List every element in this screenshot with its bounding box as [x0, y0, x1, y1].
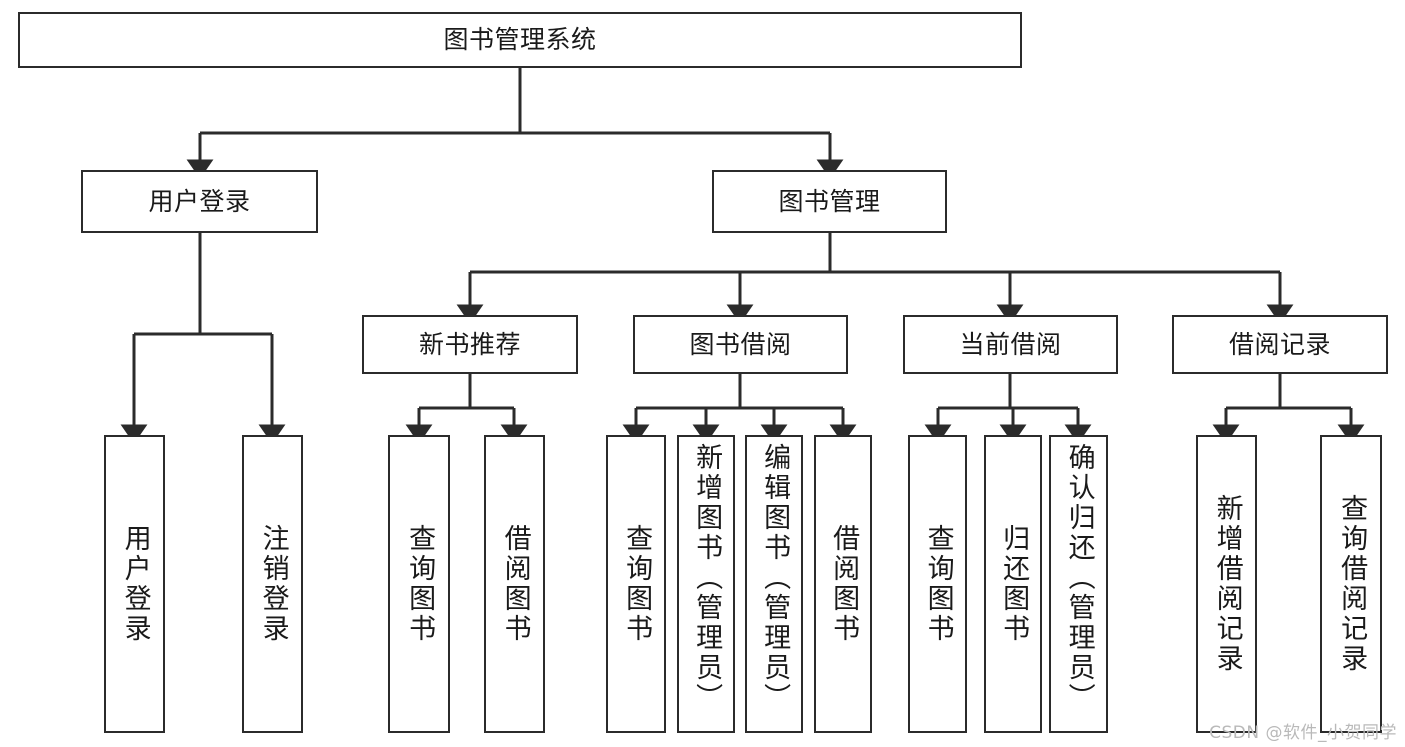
node-label: 查询借阅记录: [1336, 494, 1368, 674]
node-label: 用户登录: [148, 186, 251, 216]
node-root-book-management-system[interactable]: 图书管理系统: [18, 12, 1022, 68]
leaf-current-borrow-1[interactable]: 查询图书: [908, 435, 967, 733]
node-book-management[interactable]: 图书管理: [712, 170, 947, 233]
node-label: 新书推荐: [418, 329, 521, 359]
leaf-book-borrow-1[interactable]: 查询图书: [606, 435, 666, 733]
leaf-borrow-record-1[interactable]: 新增借阅记录: [1196, 435, 1257, 733]
leaf-current-borrow-3[interactable]: 确认归还（管理员）: [1049, 435, 1108, 733]
leaf-current-borrow-2[interactable]: 归还图书: [984, 435, 1042, 733]
node-label: 借阅图书: [499, 524, 531, 644]
leaf-book-borrow-2[interactable]: 新增图书（管理员）: [677, 435, 735, 733]
node-label: 图书管理系统: [443, 25, 597, 55]
node-label: 当前借阅: [959, 329, 1062, 359]
node-label: 查询图书: [922, 524, 954, 644]
watermark-text: CSDN @软件_小贺同学: [1209, 723, 1397, 743]
leaf-borrow-record-2[interactable]: 查询借阅记录: [1320, 435, 1382, 733]
node-book-borrow[interactable]: 图书借阅: [633, 315, 848, 374]
node-label: 借阅记录: [1228, 329, 1331, 359]
node-label: 确认归还（管理员）: [1063, 443, 1095, 713]
leaf-user-login-1[interactable]: 用户登录: [104, 435, 165, 733]
leaf-user-login-2[interactable]: 注销登录: [242, 435, 303, 733]
node-current-borrow[interactable]: 当前借阅: [903, 315, 1118, 374]
node-label: 归还图书: [998, 524, 1030, 644]
node-label: 查询图书: [404, 524, 436, 644]
node-borrow-record[interactable]: 借阅记录: [1172, 315, 1388, 374]
node-label: 新增借阅记录: [1211, 494, 1243, 674]
leaf-book-borrow-4[interactable]: 借阅图书: [814, 435, 872, 733]
leaf-new-book-recommend-2[interactable]: 借阅图书: [484, 435, 545, 733]
leaf-book-borrow-3[interactable]: 编辑图书（管理员）: [745, 435, 803, 733]
node-user-login[interactable]: 用户登录: [81, 170, 318, 233]
node-label: 新增图书（管理员）: [691, 443, 723, 713]
leaf-new-book-recommend-1[interactable]: 查询图书: [388, 435, 450, 733]
node-label: 注销登录: [257, 524, 289, 644]
node-label: 图书借阅: [689, 329, 792, 359]
node-label: 借阅图书: [828, 524, 860, 644]
node-new-book-recommend[interactable]: 新书推荐: [362, 315, 578, 374]
node-label: 查询图书: [621, 524, 653, 644]
node-label: 编辑图书（管理员）: [759, 443, 791, 713]
node-label: 用户登录: [119, 524, 151, 644]
node-label: 图书管理: [778, 186, 881, 216]
